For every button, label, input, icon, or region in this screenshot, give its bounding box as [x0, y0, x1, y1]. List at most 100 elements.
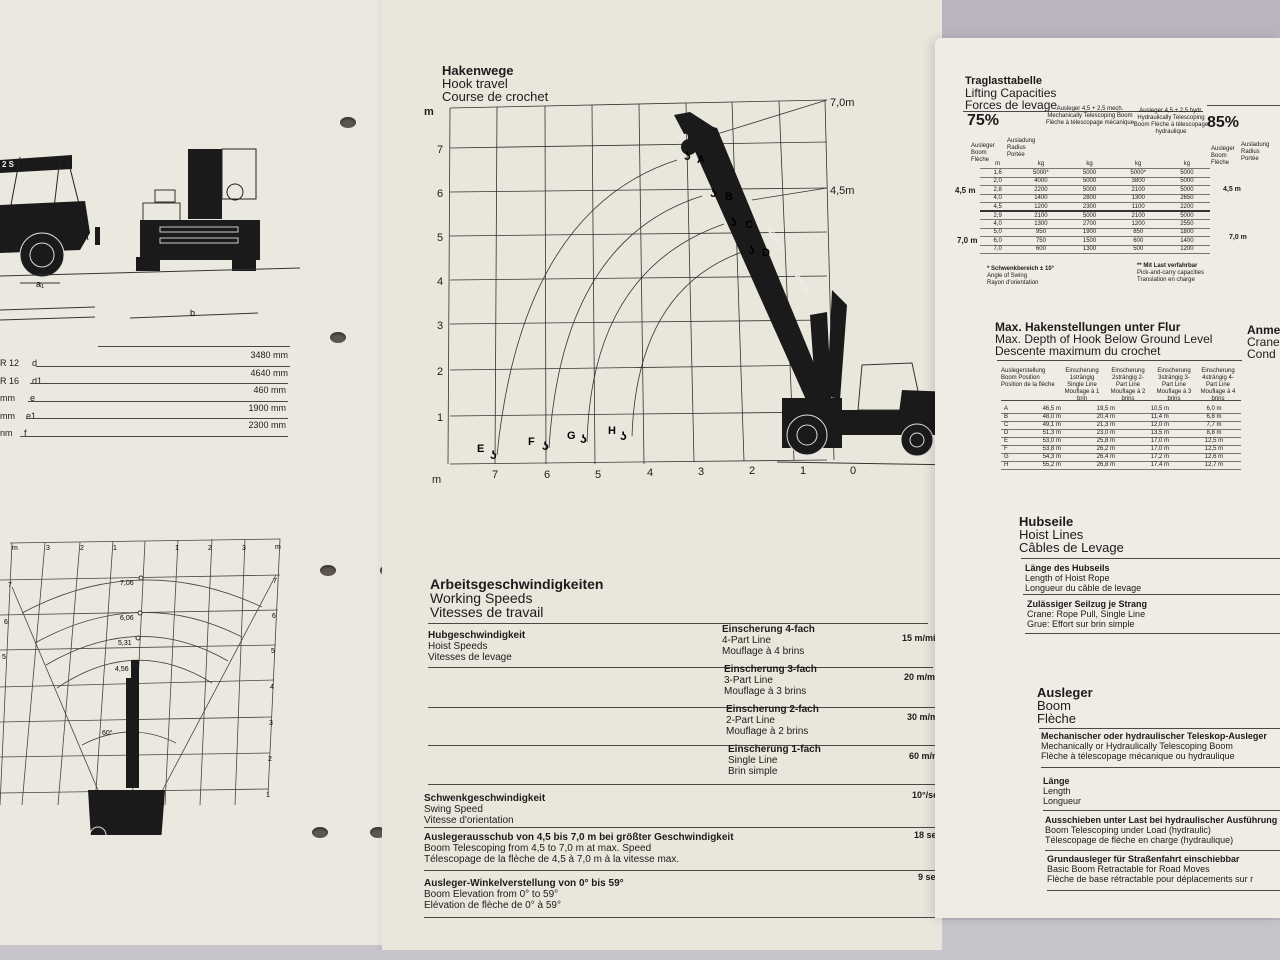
- vehicle-side-front-drawing: 2 S a₁ b: [0, 148, 300, 321]
- capacity-85-percent: 85%: [1207, 114, 1240, 131]
- boom-telescoping-speed-value: 18 sec.: [914, 830, 945, 840]
- dimension-row: nm f 2300 mm: [0, 420, 286, 438]
- svg-text:7: 7: [273, 578, 277, 585]
- svg-text:1: 1: [800, 465, 806, 477]
- svg-text:F: F: [528, 436, 535, 448]
- hoist-2part-row: Einscherung 2-fach 2-Part Line Mouflage …: [726, 704, 819, 737]
- hoist-2part-value: 30 m/min.: [907, 712, 949, 722]
- svg-text:5,31: 5,31: [118, 640, 132, 647]
- svg-text:H: H: [608, 425, 616, 437]
- svg-text:C: C: [745, 219, 753, 231]
- svg-text:ʖ: ʖ: [580, 432, 587, 446]
- right-page: Traglasttabelle Lifting Capacities Force…: [935, 38, 1280, 918]
- svg-text:1: 1: [437, 412, 443, 424]
- svg-text:ʖ: ʖ: [684, 149, 691, 163]
- dim-a1-label: a₁: [36, 279, 44, 289]
- left-page: 2 S a₁ b R 12 d 3480 mm: [0, 0, 382, 945]
- dimension-row: mm e1 1900 mm: [0, 403, 286, 421]
- svg-text:3: 3: [437, 320, 443, 332]
- hoist-3part-row: Einscherung 3-fach 3-Part Line Mouflage …: [724, 664, 817, 697]
- svg-text:2: 2: [749, 465, 755, 477]
- swing-radius-diagram: m 3 2 1 1 2 3 m 7 6 5 7 6 5 4 3 2 1 7,06…: [0, 538, 281, 835]
- svg-text:4,5m: 4,5m: [830, 185, 854, 197]
- svg-text:2: 2: [208, 545, 212, 552]
- lifting-capacities-heading: Traglasttabelle Lifting Capacities Force…: [965, 75, 1058, 112]
- svg-text:ʖ: ʖ: [490, 448, 497, 462]
- boom-length-row: Länge Length Longueur: [1043, 776, 1082, 806]
- hoist-speeds-label: Hubgeschwindigkeit Hoist Speeds Vitesses…: [428, 630, 526, 663]
- hook-travel-heading: Hakenwege Hook travel Course de crochet: [442, 63, 549, 104]
- svg-text:1: 1: [175, 545, 179, 552]
- svg-text:2: 2: [80, 545, 84, 552]
- svg-text:2: 2: [437, 366, 443, 378]
- hoist-single-row: Einscherung 1-fach Single Line Brin simp…: [728, 744, 821, 777]
- dimension-row: mm e 460 mm: [0, 385, 286, 403]
- swing-speed-value: 10°/sec.: [912, 790, 946, 800]
- svg-text:6,06: 6,06: [120, 615, 134, 622]
- center-page: Hakenwege Hook travel Course de crochet: [382, 0, 963, 950]
- svg-text:E: E: [477, 443, 484, 455]
- hoist-3part-value: 20 m/min.: [904, 672, 946, 682]
- svg-text:0: 0: [850, 465, 856, 477]
- dimension-row: R 16 d1 4640 mm: [0, 368, 288, 386]
- boom-heading: Ausleger Boom Flèche: [1037, 685, 1093, 726]
- hoist-4part-row: Einscherung 4-fach 4-Part Line Mouflage …: [722, 624, 815, 657]
- svg-text:3: 3: [269, 720, 273, 727]
- crane-conditions-heading-partial: Anmer Crane Cond: [1247, 324, 1280, 360]
- svg-text:3: 3: [46, 545, 50, 552]
- working-speeds-heading: Arbeitsgeschwindigkeiten Working Speeds …: [430, 576, 604, 620]
- svg-text:4,56: 4,56: [115, 666, 129, 673]
- hoist-rope-length-row: Länge des Hubseils Length of Hoist Rope …: [1025, 563, 1142, 593]
- svg-text:6: 6: [4, 619, 8, 626]
- boom-type-row: Mechanischer oder hydraulischer Teleskop…: [1041, 731, 1267, 761]
- hook-travel-chart: m 7 6 5 4 3 2 1 m 7 6 5 4 3 2 1 0 7,0m 4…: [424, 97, 963, 486]
- boom-telescoping-speed-row: Auslegerausschub von 4,5 bis 7,0 m bei g…: [424, 832, 734, 865]
- svg-text:7,0m: 7,0m: [830, 97, 854, 109]
- svg-text:A: A: [697, 154, 705, 166]
- svg-text:3: 3: [698, 466, 704, 478]
- boom-elevation-speed-row: Ausleger-Winkelverstellung von 0° bis 59…: [424, 878, 624, 911]
- boom-telescoping-under-load-row: Ausschieben unter Last bei hydraulischer…: [1045, 815, 1278, 845]
- dimension-row: R 12 d 3480 mm: [0, 350, 288, 368]
- svg-text:4: 4: [437, 276, 443, 288]
- max-hook-depth-heading: Max. Hakenstellungen unter Flur Max. Dep…: [995, 320, 1213, 358]
- svg-text:m: m: [432, 474, 441, 486]
- svg-text:4: 4: [647, 467, 653, 479]
- svg-text:5: 5: [437, 232, 443, 244]
- svg-text:ʖ: ʖ: [730, 215, 737, 229]
- hoist-single-value: 60 m/min.: [909, 751, 951, 761]
- svg-text:ʖ: ʖ: [748, 243, 755, 257]
- punch-hole: [330, 332, 346, 343]
- svg-text:m: m: [12, 545, 18, 552]
- boom-retractable-row: Grundausleger für Straßenfahrt einschieb…: [1047, 854, 1254, 884]
- svg-text:1: 1: [113, 545, 117, 552]
- svg-text:5: 5: [2, 654, 6, 661]
- svg-text:ʖ: ʖ: [542, 439, 549, 453]
- svg-text:5: 5: [595, 469, 601, 481]
- punch-hole: [312, 827, 328, 838]
- svg-text:2: 2: [268, 756, 272, 763]
- hoist-lines-heading: Hubseile Hoist Lines Câbles de Levage: [1019, 514, 1124, 555]
- capacity-75-percent: 75%: [967, 112, 1000, 129]
- svg-text:6: 6: [544, 469, 550, 481]
- svg-text:3: 3: [242, 545, 246, 552]
- svg-text:ʖ: ʖ: [620, 429, 627, 443]
- punch-hole: [320, 565, 336, 576]
- svg-text:V 42 S: V 42 S: [792, 272, 809, 294]
